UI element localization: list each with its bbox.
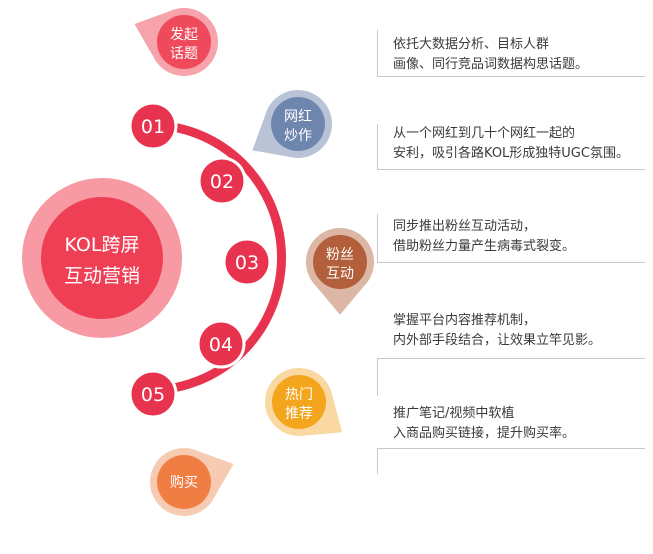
step-2-number-circle: 02 (197, 156, 247, 206)
step-1-number-circle: 01 (128, 101, 178, 151)
step-3-bubble: 粉丝互动 (306, 228, 374, 315)
step-5-desc-line1: 推广笔记/视频中软植 (393, 406, 515, 421)
step-5-bubble-core (157, 455, 211, 509)
step-3-bubble-label-2: 互动 (326, 266, 354, 282)
step-5-underline (377, 448, 645, 449)
step-5-description: 推广笔记/视频中软植 入商品购买链接，提升购买率。 (393, 404, 575, 444)
step-1-bubble-label-1: 发起 (170, 27, 198, 43)
step-5-desc-line2: 入商品购买链接，提升购买率。 (393, 426, 576, 441)
step-3-number: 03 (235, 252, 259, 274)
step-2-bracket (377, 124, 378, 169)
step-1-desc-line1: 依托大数据分析、目标人群 (393, 37, 550, 52)
step-1-description: 依托大数据分析、目标人群 画像、同行竞品词数据构思话题。 (393, 35, 588, 75)
step-4-bubble-core (272, 375, 326, 429)
step-5-number: 05 (141, 384, 165, 406)
step-5-bracket (377, 448, 378, 474)
step-4-desc-line2: 内外部手段结合，让效果立竿见影。 (393, 333, 602, 348)
center-title-line2: 互动营销 (64, 265, 140, 287)
step-5-bubble-label-1: 购买 (170, 475, 198, 491)
step-4-number-circle: 04 (196, 319, 246, 369)
step-5-number-circle: 05 (128, 369, 178, 419)
step-2-description: 从一个网红到几十个网红一起的 安利，吸引各路KOL形成独特UGC氛围。 (393, 124, 629, 164)
step-3-bracket (377, 214, 378, 262)
step-2-bubble-core (271, 97, 325, 151)
step-4-bracket (377, 358, 378, 396)
step-4-underline (377, 358, 645, 359)
step-2-bubble-label-2: 炒作 (284, 128, 312, 144)
step-1-number: 01 (141, 116, 165, 138)
center-circle: KOL跨屏 互动营销 (22, 178, 182, 338)
step-1-bubble-label-2: 话题 (170, 46, 198, 62)
step-2-number: 02 (210, 171, 234, 193)
step-2-underline (377, 169, 645, 170)
step-1-bracket (377, 30, 378, 76)
step-3-desc-line1: 同步推出粉丝互动活动， (393, 219, 537, 234)
step-5-bubble: 购买 (150, 448, 234, 516)
step-1-desc-line2: 画像、同行竞品词数据构思话题。 (393, 57, 589, 72)
step-3-bubble-core (313, 235, 367, 289)
step-2-desc-line2: 安利，吸引各路KOL形成独特UGC氛围。 (393, 146, 629, 161)
step-4-bubble-label-1: 热门 (285, 387, 313, 403)
step-2-bubble-label-1: 网红 (284, 109, 312, 125)
step-4-number: 04 (209, 334, 233, 356)
step-2-desc-line1: 从一个网红到几十个网红一起的 (393, 126, 576, 141)
step-3-bubble-label-1: 粉丝 (326, 247, 354, 263)
step-4-description: 掌握平台内容推荐机制， 内外部手段结合，让效果立竿见影。 (393, 311, 601, 351)
step-1-underline (377, 76, 645, 77)
step-4-desc-line1: 掌握平台内容推荐机制， (393, 313, 537, 328)
step-1-bubble-core (157, 15, 211, 69)
step-3-desc-line2: 借助粉丝力量产生病毒式裂变。 (393, 239, 576, 254)
step-3-number-circle: 03 (222, 237, 272, 287)
connector-arc (145, 120, 286, 395)
step-3-description: 同步推出粉丝互动活动， 借助粉丝力量产生病毒式裂变。 (393, 217, 575, 257)
step-4-bubble-label-2: 推荐 (285, 406, 313, 422)
step-3-underline (377, 262, 645, 263)
center-title-line1: KOL跨屏 (65, 234, 140, 256)
